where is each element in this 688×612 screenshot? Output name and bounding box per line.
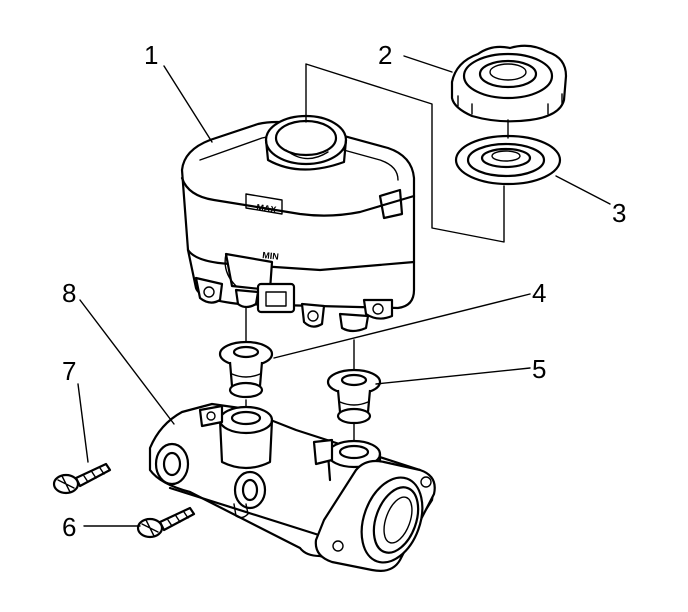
master-cylinder-body — [148, 402, 436, 572]
leader-lines — [77, 55, 611, 527]
reservoir-grommet-front — [218, 340, 274, 399]
reservoir-grommet-rear — [326, 368, 382, 425]
callout-2: 2 — [378, 40, 392, 70]
mounting-bolt-upper — [52, 462, 112, 495]
cap-diaphragm — [454, 134, 562, 186]
max-level-mark: MAX — [256, 202, 277, 215]
callout-5: 5 — [532, 354, 546, 384]
callout-4: 4 — [532, 278, 546, 308]
reservoir-cap — [450, 44, 568, 123]
callout-8: 8 — [62, 278, 76, 308]
min-level-mark: MIN — [262, 250, 279, 262]
callout-6: 6 — [62, 512, 76, 542]
brake-fluid-reservoir: MAX MIN — [180, 114, 416, 333]
mounting-bolt-lower — [136, 506, 196, 539]
callout-3: 3 — [612, 198, 626, 228]
callout-7: 7 — [62, 356, 76, 386]
callout-1: 1 — [144, 40, 158, 70]
